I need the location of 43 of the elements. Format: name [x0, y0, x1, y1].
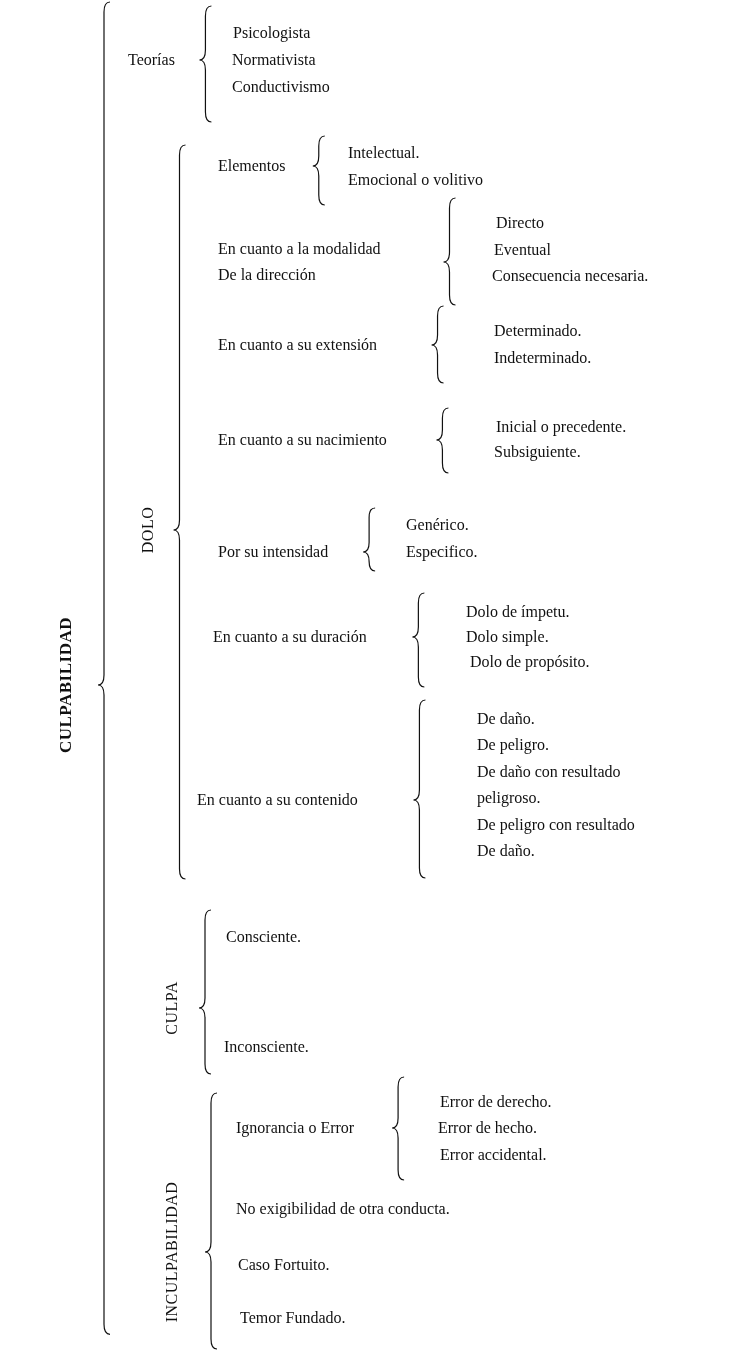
branch-label: En cuanto a su contenido [197, 787, 358, 813]
item-label: Intelectual. [348, 140, 420, 166]
item-label: De daño. [477, 706, 535, 732]
item-label: Indeterminado. [494, 345, 592, 371]
branch-label: Ignorancia o Error [236, 1115, 355, 1141]
item-label: Dolo de ímpetu. [466, 599, 570, 625]
vertical-heading: CULPABILIDAD [56, 617, 76, 753]
item-label: Consecuencia necesaria. [492, 263, 649, 289]
branch-label: Teorías [128, 47, 175, 73]
item-label: De peligro. [477, 732, 549, 758]
branch-label: Elementos [218, 153, 286, 179]
item-label: Error de hecho. [438, 1115, 538, 1141]
item-label: Subsiguiente. [494, 439, 581, 465]
item-label: Error accidental. [440, 1142, 547, 1168]
item-label: No exigibilidad de otra conducta. [236, 1196, 450, 1222]
vertical-heading: DOLO [138, 506, 158, 554]
branch-label: En cuanto a la modalidad De la dirección [218, 236, 403, 288]
item-label: Emocional o volitivo [348, 167, 484, 193]
item-label: Conductivismo [232, 74, 330, 100]
branch-label: En cuanto a su nacimiento [218, 427, 387, 453]
item-label: Error de derecho. [440, 1089, 552, 1115]
branch-label: Por su intensidad [218, 539, 329, 565]
item-label: De daño con resultado peligroso. [477, 759, 647, 811]
item-label: Normativista [232, 47, 316, 73]
branch-label: En cuanto a su extensión [218, 332, 378, 358]
item-label: Dolo de propósito. [470, 649, 590, 675]
item-label: Directo [496, 210, 544, 236]
item-label: Determinado. [494, 318, 582, 344]
item-label: Dolo simple. [466, 624, 549, 650]
item-label: Genérico. [406, 512, 469, 538]
item-label: Consciente. [226, 924, 302, 950]
item-label: Especifico. [406, 539, 478, 565]
item-label: Inicial o precedente. [496, 414, 627, 440]
vertical-heading: INCULPABILIDAD [162, 1181, 182, 1323]
branch-label: En cuanto a su duración [213, 624, 367, 650]
item-label: Inconsciente. [224, 1034, 309, 1060]
item-label: Temor Fundado. [240, 1305, 346, 1331]
item-label: De peligro con resultado [477, 812, 635, 838]
item-label: Eventual [494, 237, 551, 263]
item-label: Caso Fortuito. [238, 1252, 330, 1278]
item-label: De daño. [477, 838, 535, 864]
vertical-heading: CULPA [162, 981, 182, 1035]
item-label: Psicologista [233, 20, 311, 46]
